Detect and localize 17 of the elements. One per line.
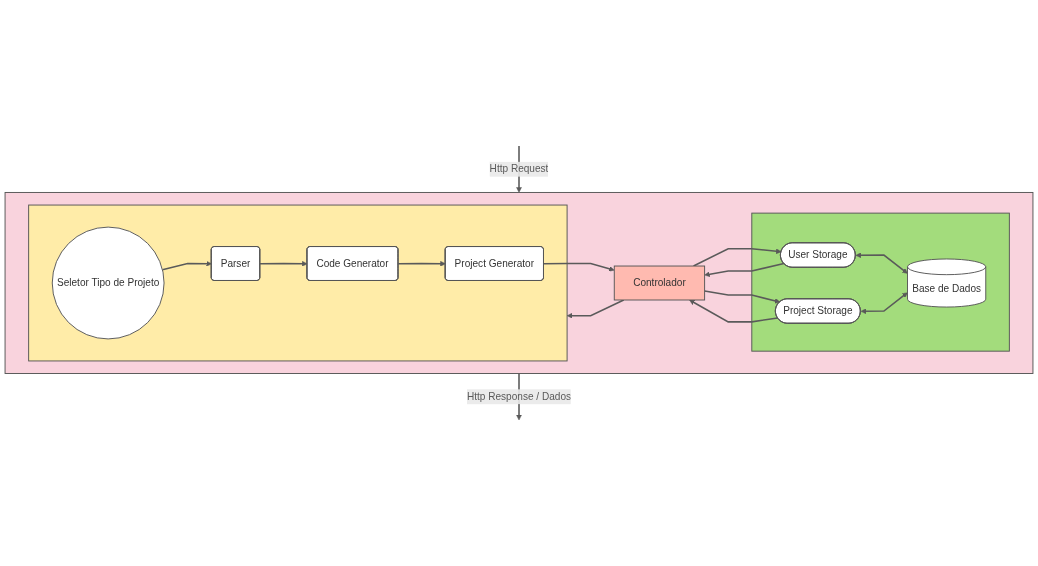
arrow [704,262,785,277]
cluster [28,204,568,362]
arrow [703,290,781,304]
edge-label: Http Request [489,163,549,175]
cluster [751,212,1010,352]
arrow [259,261,308,267]
arrow [692,247,782,267]
node-box: Controlador [613,265,706,301]
node-circle: Seletor Tipo de Projeto [51,226,165,340]
cluster [4,192,1034,374]
arrow [397,261,446,267]
arrow [689,299,779,323]
arrow [860,292,908,314]
edge-label: Http Response / Dados [466,391,572,402]
arrow [543,262,615,272]
arrow [161,261,212,271]
arrow [855,252,908,274]
